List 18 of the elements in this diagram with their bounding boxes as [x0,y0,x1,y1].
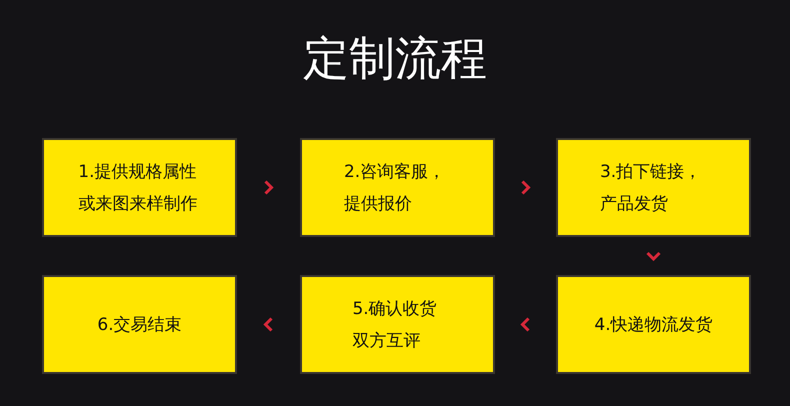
title: 定制流程 [303,30,487,87]
step-box [300,138,495,237]
step-text: 3.拍下链接，产品发货 [600,160,702,216]
chevron-arrow [263,317,273,332]
chevron-arrow [264,180,274,195]
step-box [300,275,495,374]
step-text: 4.快递物流发货 [594,314,713,336]
chevron-arrow [520,317,530,332]
step-text: 5.确认收货双方互评 [352,298,438,352]
chevron-arrow [646,252,661,262]
step-box [42,275,237,374]
step-box [556,275,751,374]
step-box [556,138,751,237]
step-text: 6.交易结束 [97,314,182,336]
chevron-arrow [521,180,531,195]
step-text: 2.咨询客服，提供报价 [344,160,446,216]
step-box [42,138,237,237]
step-text: 1.提供规格属性或来图来样制作 [78,160,198,216]
